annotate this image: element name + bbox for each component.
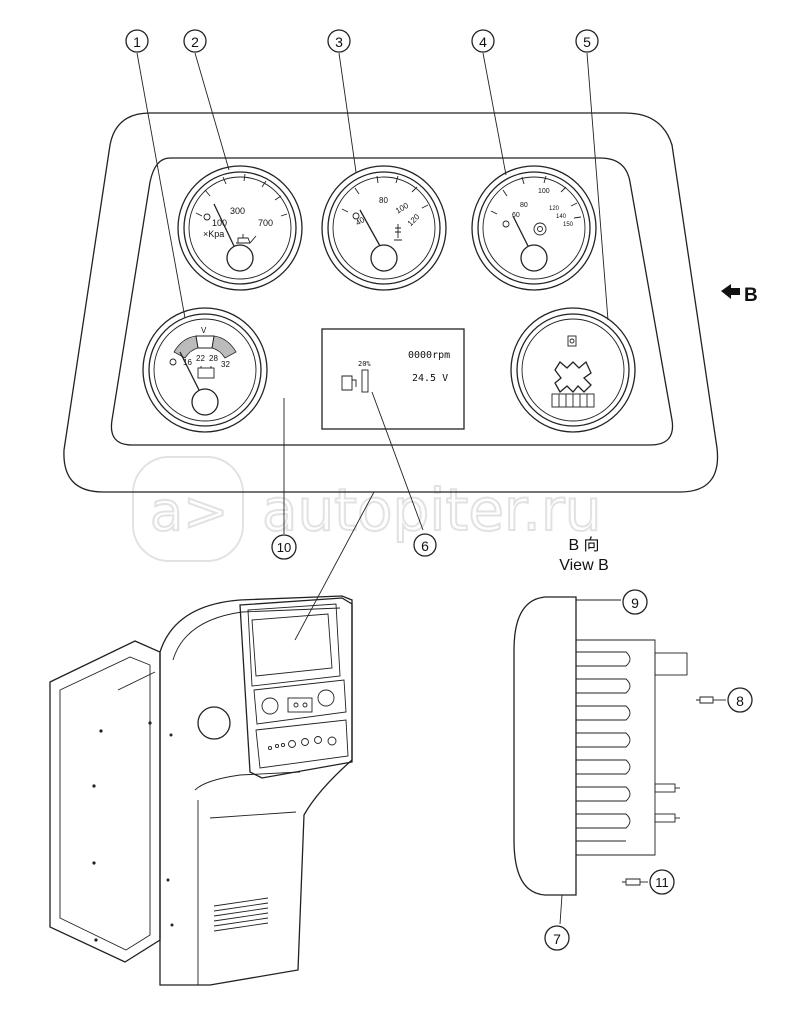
coolant-temperature-gauge: 40 80 100 120 <box>321 165 447 291</box>
oil-unit-label: ×Kpa <box>203 229 224 239</box>
watermark-text: autopiter.ru <box>262 476 601 544</box>
hour-meter-indicator-icon <box>567 335 577 347</box>
console-vent-grille <box>213 897 269 932</box>
view-b-label-en: View B <box>559 557 609 574</box>
volt-scale-16: 16 <box>183 358 192 367</box>
display-rpm: 0000rpm <box>408 350 450 361</box>
callout-5: 5 <box>575 29 599 53</box>
screw-11-icon <box>622 878 641 886</box>
temp-scale-100: 100 <box>394 201 411 216</box>
callout-8: 8 <box>727 687 753 713</box>
callout-9: 9 <box>622 589 648 615</box>
svg-text:5: 5 <box>583 34 591 50</box>
transmission-temperature-gauge: 60 80 100 120 140 150 <box>471 165 597 291</box>
gear-icon <box>533 222 547 236</box>
svg-text:10: 10 <box>277 540 291 555</box>
trans-needle <box>512 215 529 247</box>
callout-11: 11 <box>649 869 675 895</box>
panel-bolts <box>92 721 152 942</box>
console-round-port <box>197 706 231 740</box>
view-b-label-cn: B 向 <box>568 536 599 554</box>
svg-text:1: 1 <box>133 34 141 50</box>
trans-scale-120: 120 <box>549 206 560 212</box>
screw-8-icon <box>696 696 714 704</box>
panel-inner-bezel <box>110 157 674 446</box>
volt-red-zone-left <box>173 335 199 359</box>
console-screen <box>251 613 333 677</box>
housing-side-view <box>513 596 714 896</box>
volt-scale-32: 32 <box>221 360 230 369</box>
svg-text:11: 11 <box>655 875 669 890</box>
console-switches <box>267 736 337 751</box>
callout-6: 6 <box>413 533 437 557</box>
display-percent: 20% <box>358 360 371 368</box>
volt-scale-22: 22 <box>196 354 205 363</box>
console-isometric-view <box>49 595 353 986</box>
volt-needle <box>179 351 201 393</box>
callout-10: 10 <box>271 534 297 560</box>
callout-7: 7 <box>544 925 570 951</box>
fuel-pump-icon <box>341 375 357 391</box>
view-b-arrow-icon <box>721 284 740 299</box>
volt-scale-28: 28 <box>209 354 218 363</box>
fuel-bar <box>361 369 369 393</box>
housing-shell <box>513 596 577 896</box>
hour-meter-gauge <box>510 307 636 433</box>
temp-scale-120: 120 <box>406 212 422 228</box>
display-voltage: 24.5 V <box>412 373 448 384</box>
console-body <box>159 595 353 986</box>
panel-front-view: 300 100 700 ×Kpa 40 80 100 <box>63 112 758 493</box>
voltmeter-gauge: V 16 22 28 32 <box>142 307 268 433</box>
svg-text:9: 9 <box>631 595 639 611</box>
svg-text:a>: a> <box>150 480 228 543</box>
callout-1: 1 <box>125 29 149 53</box>
oil-scale-300: 300 <box>230 206 245 216</box>
oil-pressure-gauge: 300 100 700 ×Kpa <box>177 165 303 291</box>
oil-can-icon <box>236 234 257 244</box>
svg-text:4: 4 <box>479 34 487 50</box>
svg-text:2: 2 <box>191 34 199 50</box>
console-key-panel <box>287 697 313 713</box>
svg-text:8: 8 <box>736 693 744 709</box>
svg-text:6: 6 <box>421 538 429 554</box>
trans-scale-60: 60 <box>512 212 520 219</box>
instrument-housing <box>239 597 353 779</box>
trans-scale-80: 80 <box>520 202 528 209</box>
oil-scale-700: 700 <box>258 218 273 228</box>
trans-scale-100: 100 <box>538 188 550 195</box>
panel-outer-bezel <box>63 112 719 493</box>
view-b-arrow-label: B <box>744 285 758 306</box>
callout-3: 3 <box>327 29 351 53</box>
svg-text:7: 7 <box>553 931 561 947</box>
temp-needle <box>359 209 381 247</box>
svg-text:3: 3 <box>335 34 343 50</box>
trans-scale-140: 140 <box>556 214 567 220</box>
callout-2: 2 <box>183 29 207 53</box>
housing-fins <box>576 651 631 842</box>
side-panel <box>49 640 161 963</box>
temp-scale-40: 40 <box>354 215 367 228</box>
thermometer-icon <box>394 224 402 241</box>
housing-terminals <box>654 783 680 823</box>
trans-scale-150: 150 <box>563 222 574 228</box>
hourglass-icon <box>554 360 592 394</box>
temp-scale-80: 80 <box>379 196 388 205</box>
battery-icon <box>197 366 215 379</box>
oil-needle <box>213 203 235 247</box>
volt-unit-label: V <box>201 326 207 335</box>
volt-red-zone-right <box>211 335 237 359</box>
housing-connector <box>654 652 688 676</box>
watermark: a> autopiter.ru <box>132 456 602 562</box>
callout-4: 4 <box>471 29 495 53</box>
oil-scale-100: 100 <box>212 218 227 228</box>
lcd-display: 20% 0000rpm 24.5 V <box>321 328 465 430</box>
